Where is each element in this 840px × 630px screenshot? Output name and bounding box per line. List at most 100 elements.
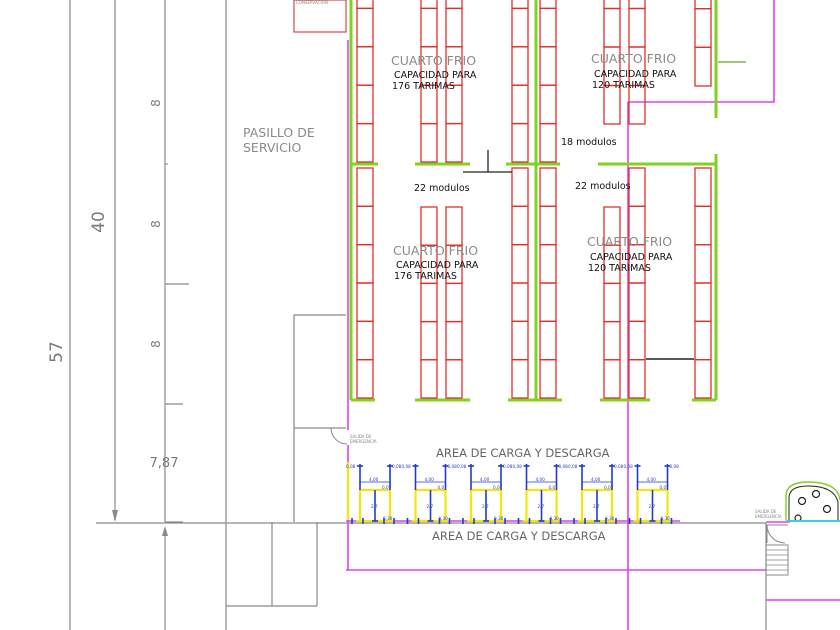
dim-label-width: 4,00 <box>591 477 601 482</box>
dim-label-width: 4,00 <box>647 477 657 482</box>
dim-label-bottom: 0,30 <box>550 516 560 521</box>
dim-label-side: 0,08 <box>568 464 578 469</box>
room-3-capacity-line2: 176 TARIMAS <box>394 271 457 282</box>
dim-label-side: 0,08 <box>614 464 624 469</box>
rack-cell <box>603 359 621 399</box>
rack-cell <box>511 282 529 322</box>
rack-cell <box>445 282 463 323</box>
dimension-seg3: 8 <box>149 340 163 348</box>
rack-cell <box>603 282 621 323</box>
conservation-room <box>293 0 347 33</box>
rack-cell <box>694 359 712 399</box>
room-4-capacity-line2: 120 TARIMAS <box>588 263 651 274</box>
rack-cell <box>511 0 529 10</box>
dim-label-side: 0,08 <box>503 464 513 469</box>
exit-2-label-line2: EMERGENCIA <box>755 514 782 519</box>
rack-cell <box>628 320 646 361</box>
rack-cell <box>420 282 438 323</box>
door-swing-icon <box>330 427 348 445</box>
rack-cell <box>539 46 557 86</box>
rack-cell <box>628 167 646 207</box>
bollard-icon <box>797 496 807 506</box>
bollard-icon <box>822 504 832 514</box>
rack-cell <box>539 167 557 207</box>
loading-area-top-label: AREA DE CARGA Y DESCARGA <box>436 446 610 460</box>
dimension-seg4: 7,87 <box>150 456 179 471</box>
dim-label-bottom: 0,30 <box>605 516 615 521</box>
rack-cell <box>511 205 529 246</box>
loading-area-bottom-label: AREA DE CARGA Y DESCARGA <box>432 529 606 543</box>
rack-cell <box>356 84 374 125</box>
bollard-icon <box>811 489 821 499</box>
bollard-enclosure <box>785 481 840 521</box>
dimension-seg1: 8 <box>149 99 163 107</box>
rack-cell <box>420 320 438 361</box>
dim-label-side: 0,08 <box>402 464 412 469</box>
room-4-title: CUARTO FRIO <box>587 234 672 249</box>
dim-label-height: 2,7 <box>593 504 600 509</box>
rack-cell <box>539 122 557 163</box>
bollard-enclosure-inner <box>788 485 839 522</box>
room-1-capacity-line2: 176 TARIMAS <box>392 81 455 92</box>
rack-cell <box>628 282 646 322</box>
rack-cell <box>511 167 529 207</box>
dim-label-side: 0,08 <box>346 464 356 469</box>
black-lines <box>463 150 694 360</box>
room-3-capacity-line1: CAPACIDAD PARA <box>396 260 479 271</box>
dim-label-bottom: 0,30 <box>439 516 449 521</box>
rack-cell <box>511 122 529 163</box>
rack-cell <box>694 8 712 48</box>
arrow-up-icon <box>162 526 168 536</box>
dim-label-side: 0,08 <box>448 464 458 469</box>
dim-label-side: 0,08 <box>457 464 467 469</box>
rack-cell <box>445 359 463 399</box>
dim-label-height: 2,7 <box>371 504 378 509</box>
rack-cell <box>445 206 463 246</box>
rack-cell <box>356 244 374 284</box>
room-3-title: CUARTO FRIO <box>393 243 478 258</box>
dim-label-width: 4,00 <box>425 477 435 482</box>
office-outlines <box>225 314 348 630</box>
dim-label-height: 2,7 <box>482 504 489 509</box>
dim-label-corner: 0,07 <box>549 485 559 490</box>
dim-label-bottom: 0,30 <box>494 516 504 521</box>
rack-cell <box>356 7 374 48</box>
dim-label-corner: 0,07 <box>493 485 503 490</box>
exit-1-label-line1: SALIDA DE <box>350 434 372 439</box>
rack-cell <box>511 244 529 284</box>
room-2-title: CUARTO FRIO <box>591 51 676 66</box>
rack-cell <box>356 320 374 361</box>
rack-cell <box>694 320 712 361</box>
dim-label-height: 2,7 <box>538 504 545 509</box>
modules-left: 22 modulos <box>414 183 470 194</box>
rack-cell <box>420 7 438 48</box>
pipe <box>628 0 775 103</box>
rack-cell <box>445 7 463 48</box>
rack-cell <box>356 0 374 10</box>
rack-cell <box>539 7 557 48</box>
rack-cell <box>511 320 529 361</box>
room-4-capacity-line1: CAPACIDAD PARA <box>590 252 673 263</box>
emergency-exit-right <box>765 481 840 576</box>
dim-label-width: 4,00 <box>536 477 546 482</box>
office-wall <box>293 314 346 522</box>
rack-cell <box>603 320 621 361</box>
rack-cell <box>420 0 438 10</box>
dimension-subtotal: 40 <box>89 211 109 233</box>
rack-cell <box>511 84 529 125</box>
exit-2-label-line1: SALIDA DE <box>755 509 777 514</box>
rack-cell <box>694 167 712 207</box>
stairs-icon <box>765 544 789 576</box>
rack-cell <box>694 46 712 87</box>
rack-cell <box>539 84 557 125</box>
room-2-capacity-line2: 120 TARIMAS <box>592 80 655 91</box>
dim-label-width: 4,00 <box>369 477 379 482</box>
rack-cell <box>628 84 646 125</box>
dim-label-corner: 0,07 <box>382 485 392 490</box>
dim-label-corner: 0,07 <box>604 485 614 490</box>
rack-cell <box>603 7 621 48</box>
rack-cell <box>356 46 374 86</box>
dim-label-corner: 0,07 <box>660 485 670 490</box>
